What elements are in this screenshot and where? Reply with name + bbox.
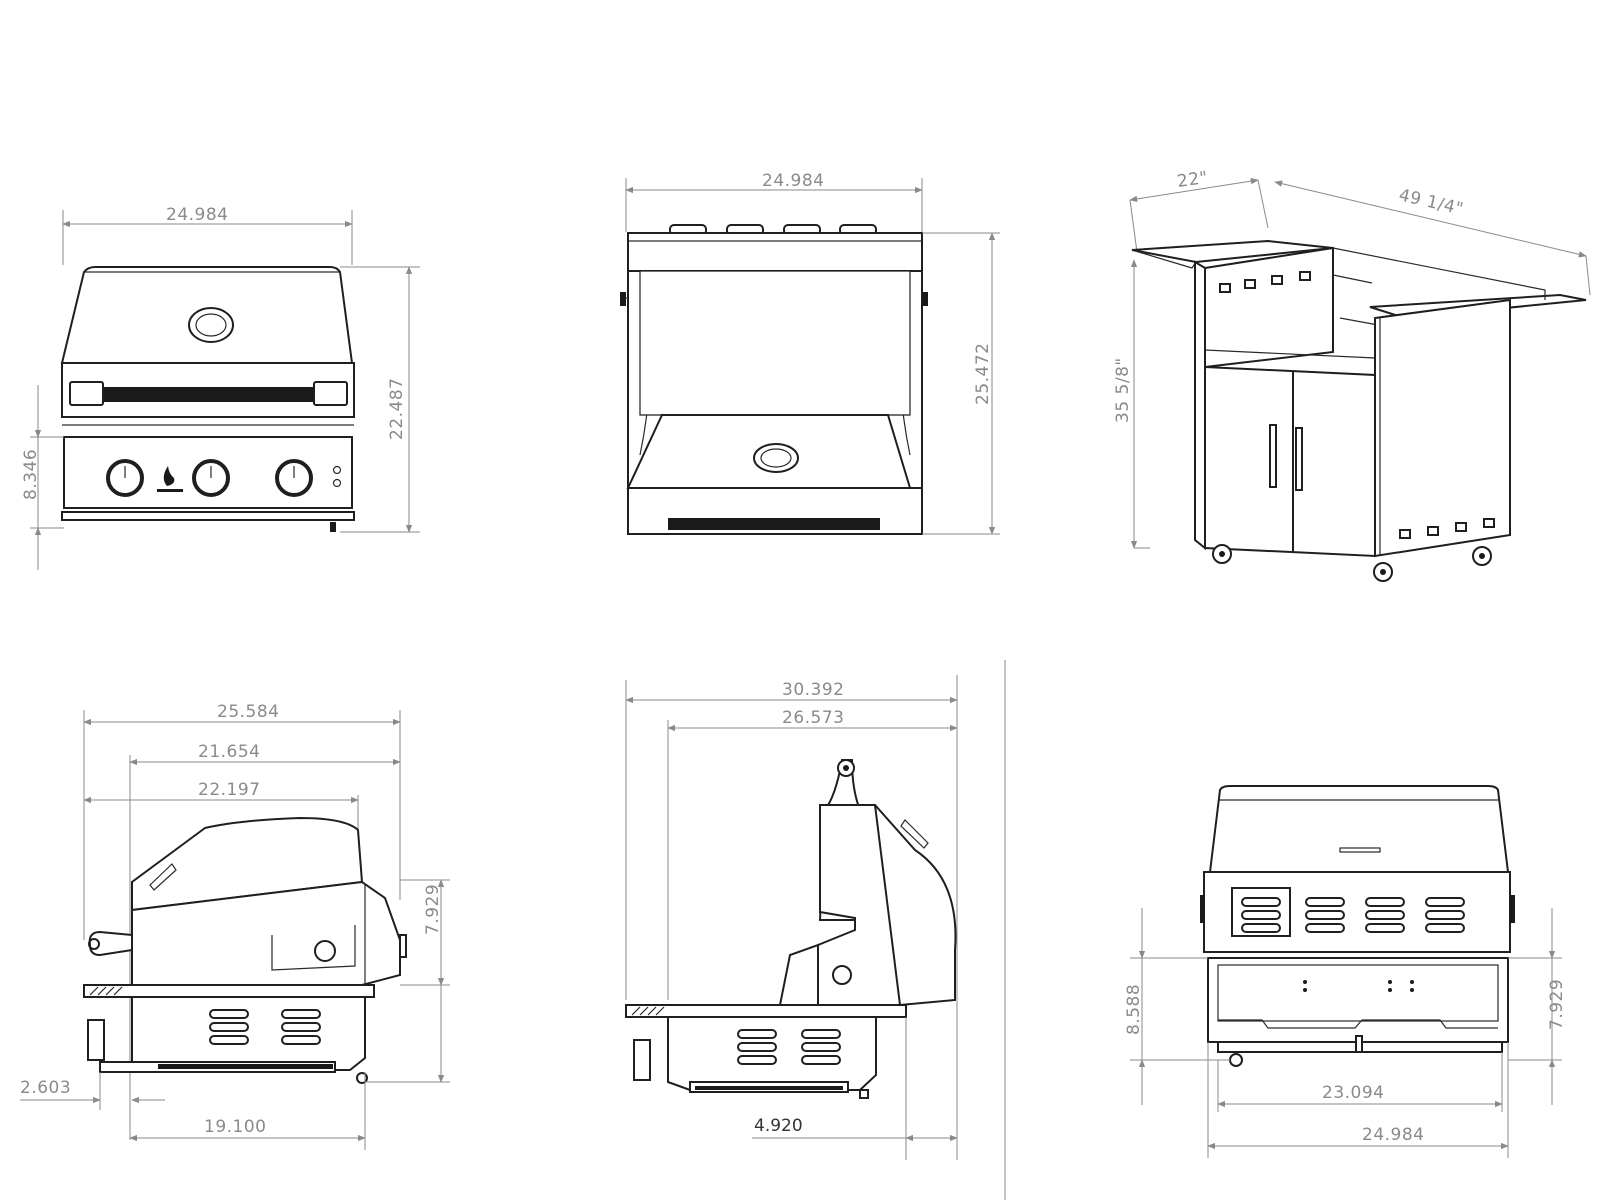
- cart-width-label: 49 1/4": [1397, 185, 1466, 219]
- cart-depth-label: 22": [1176, 168, 1209, 192]
- side-open-clearance-label: 4.920: [754, 1116, 803, 1136]
- side-open-vents: [737, 1029, 841, 1065]
- flame-logo-icon: [163, 466, 175, 486]
- igniter-icon: [832, 965, 852, 985]
- rear-vent-icon: [753, 443, 799, 473]
- side-top-depth-label: 21.654: [198, 742, 260, 762]
- burner-knob-icon: [106, 459, 144, 497]
- cart-height-label: 35 5/8": [1113, 357, 1133, 423]
- back-lid-height-label: 7.929: [1547, 979, 1567, 1030]
- side-lid: [131, 816, 364, 912]
- rear-height-label: 25.472: [973, 343, 993, 405]
- thermometer-icon: [188, 307, 234, 343]
- front-height-label: 22.487: [387, 378, 407, 440]
- side-open-view: 30.392 26.573: [625, 660, 1006, 1200]
- cart-view: 22" 49 1/4" 35 5/8": [1113, 168, 1591, 582]
- door-handle-left: [1269, 424, 1277, 488]
- door-handle-right: [1295, 427, 1303, 491]
- side-cutout-depth-label: 19.100: [204, 1117, 266, 1137]
- side-vents: [209, 1009, 321, 1045]
- igniter-icon: [314, 940, 336, 962]
- front-width-label: 24.984: [166, 205, 228, 225]
- front-view: 24.984 22.487: [21, 205, 420, 570]
- rear-view: 24.984 25.472: [620, 171, 1000, 535]
- rear-width-label: 24.984: [762, 171, 824, 191]
- front-lid: [60, 266, 354, 364]
- cart-cabinet-doors: [1204, 365, 1376, 558]
- side-handle-offset-label: 2.603: [20, 1078, 71, 1098]
- side-open-depth-label: 30.392: [782, 680, 844, 700]
- side-open-inner-depth-label: 26.573: [782, 708, 844, 728]
- back-view: 8.588 7.929 23.094 24.984: [1124, 785, 1567, 1158]
- front-handle: [102, 387, 320, 402]
- burner-knob-icon: [275, 459, 313, 497]
- side-view: 25.584 21.654 22.197: [20, 702, 450, 1150]
- side-lid-height-label: 7.929: [423, 884, 443, 935]
- back-height-label: 8.588: [1124, 984, 1144, 1035]
- front-base-height-label: 8.346: [21, 449, 41, 500]
- side-overall-depth-label: 25.584: [217, 702, 279, 722]
- burner-knob-icon: [192, 459, 230, 497]
- cart-side-vents: [1399, 518, 1495, 539]
- back-gas-inlet-icon: [1229, 1053, 1243, 1067]
- side-lid-depth-label: 22.197: [198, 780, 260, 800]
- cart-vents: [1219, 271, 1311, 293]
- back-cutout-width-label: 23.094: [1322, 1083, 1384, 1103]
- back-width-label: 24.984: [1362, 1125, 1424, 1145]
- back-vents: [1241, 897, 1465, 933]
